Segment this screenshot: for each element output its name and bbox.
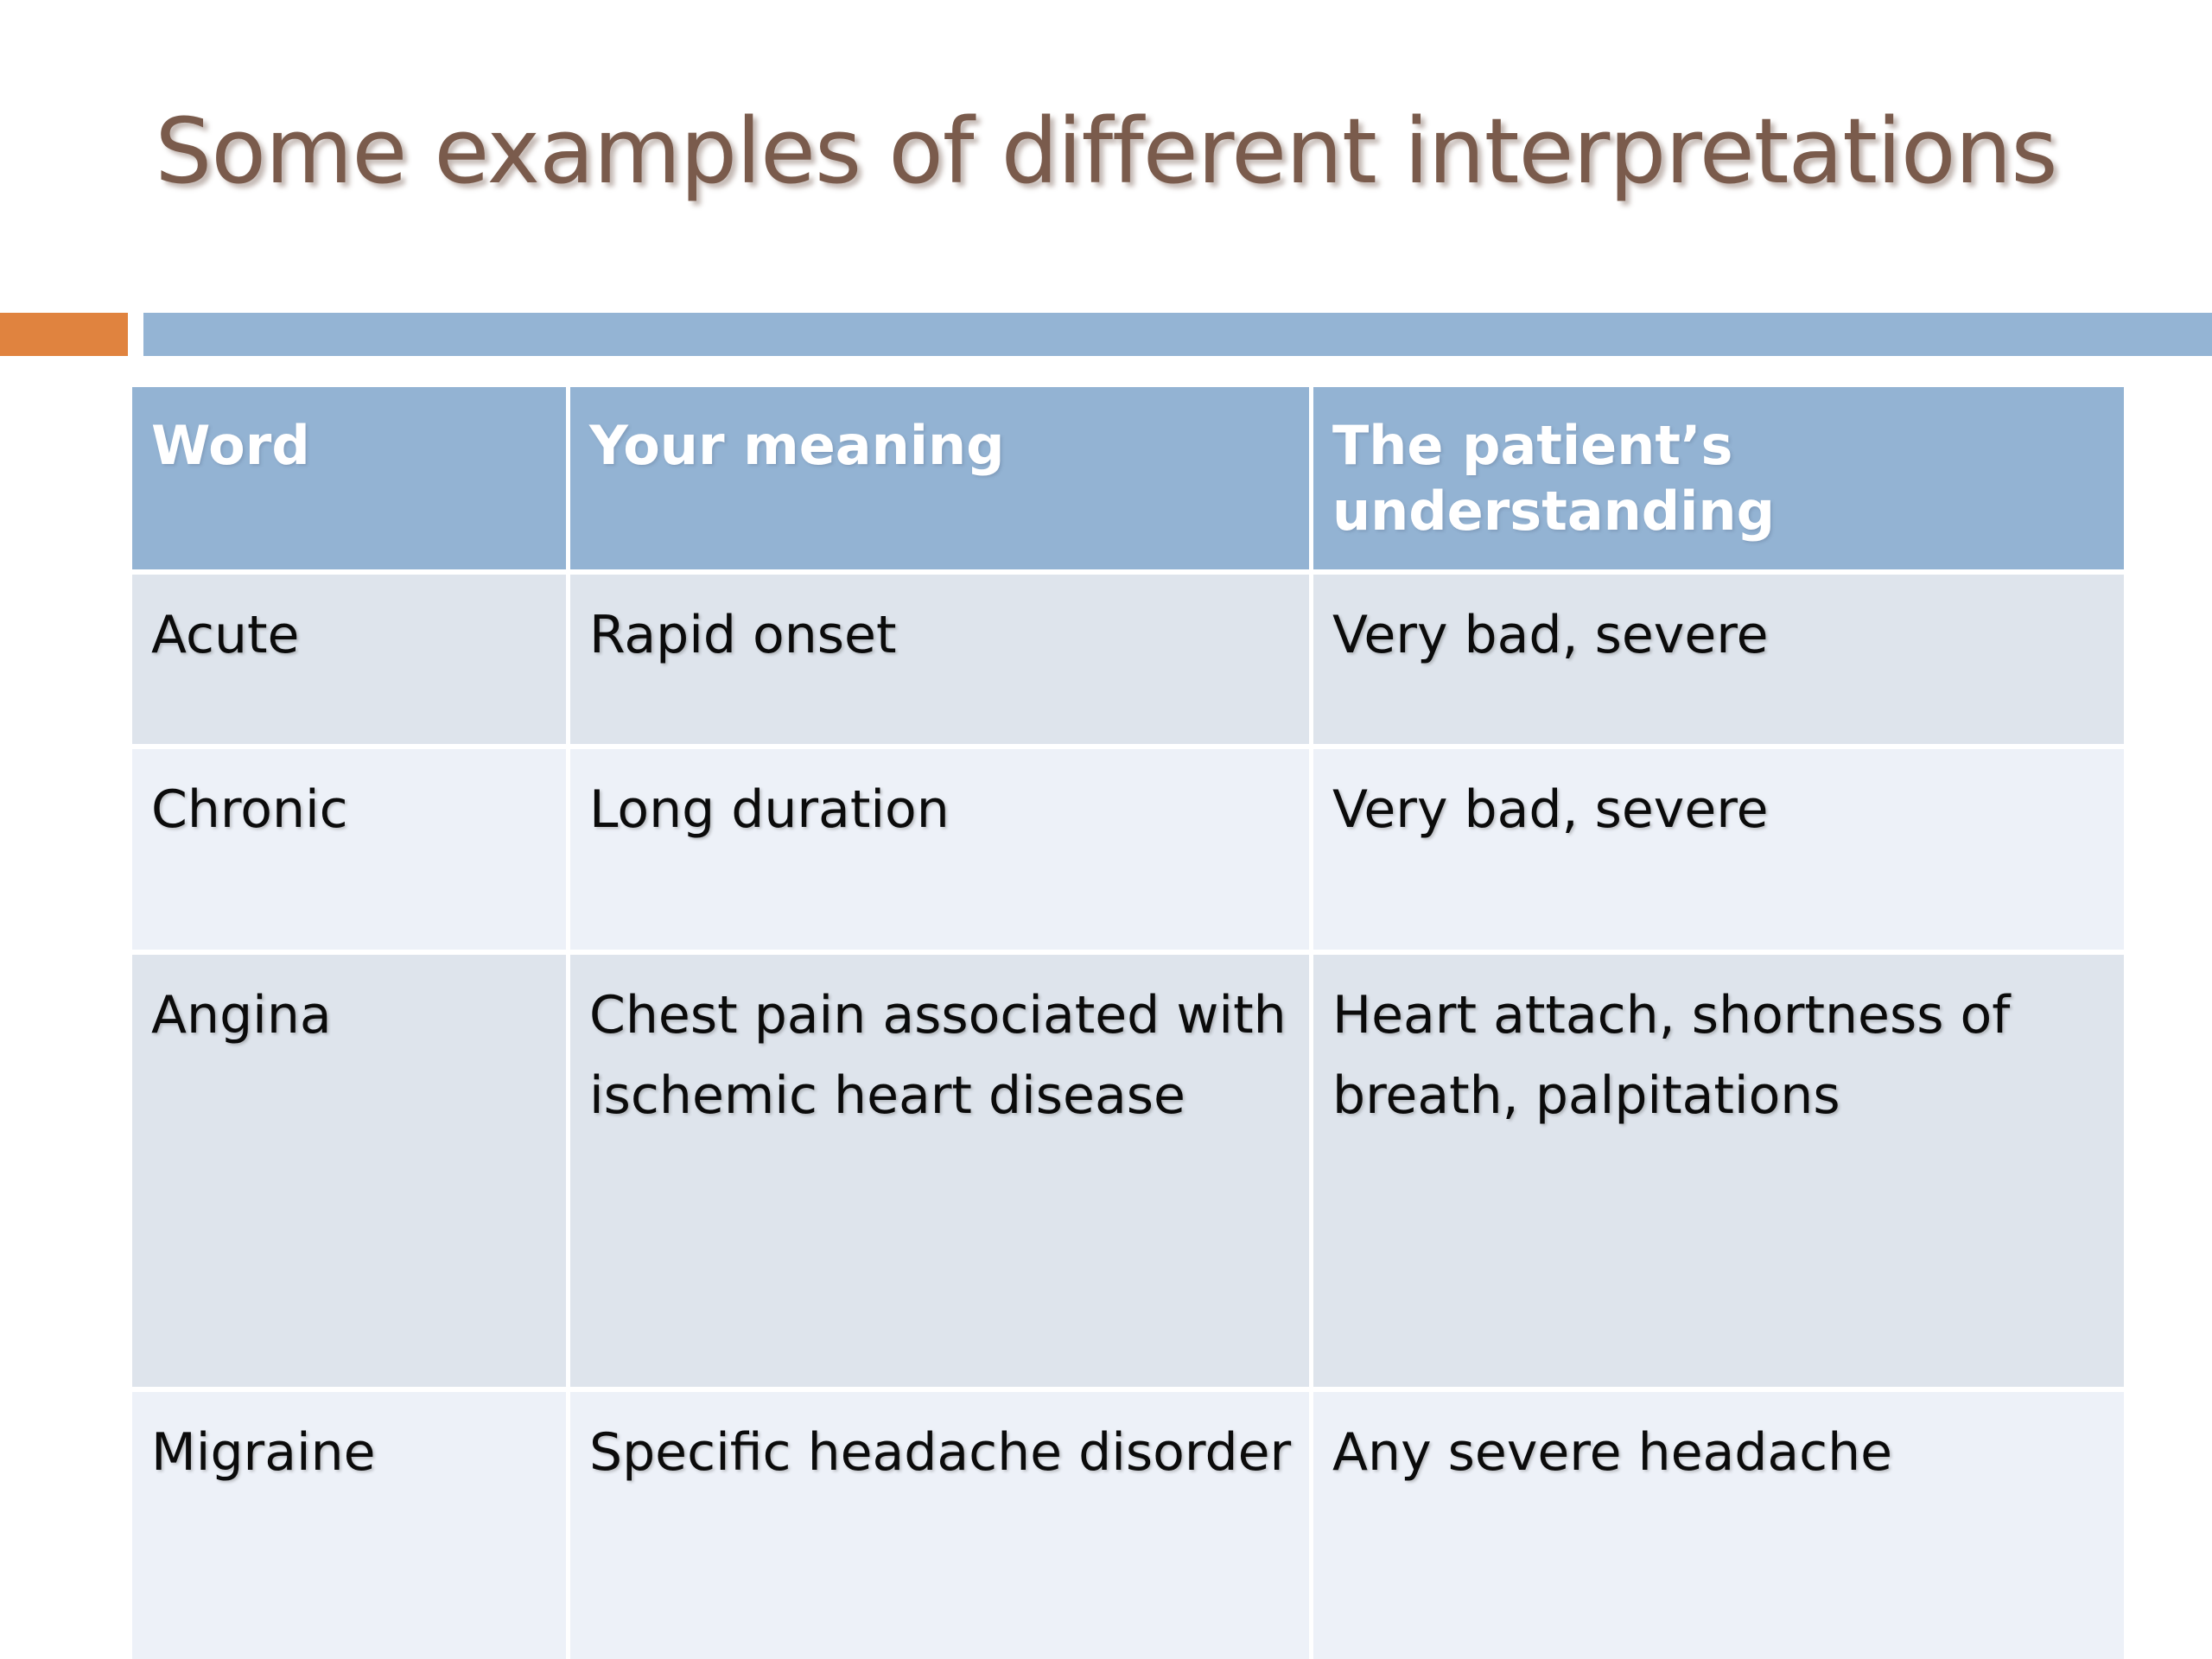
cell-your-meaning: Specific headache disorder (570, 1392, 1309, 1659)
cell-your-meaning: Chest pain associated with ischemic hear… (570, 955, 1309, 1388)
cell-patient-understanding: Very bad, severe (1313, 575, 2124, 745)
cell-your-meaning: Long duration (570, 749, 1309, 950)
table-row: Migraine Specific headache disorder Any … (132, 1392, 2124, 1659)
table-row: Acute Rapid onset Very bad, severe (132, 575, 2124, 745)
table-row: Angina Chest pain associated with ischem… (132, 955, 2124, 1388)
cell-word: Chronic (132, 749, 566, 950)
interpretations-table: Word Your meaning The patient’s understa… (128, 382, 2128, 1659)
cell-your-meaning: Rapid onset (570, 575, 1309, 745)
accent-bar-orange (0, 313, 128, 356)
cell-word: Angina (132, 955, 566, 1388)
cell-word: Migraine (132, 1392, 566, 1659)
table-header-row: Word Your meaning The patient’s understa… (132, 387, 2124, 570)
cell-patient-understanding: Any severe headache (1313, 1392, 2124, 1659)
column-header-word: Word (132, 387, 566, 570)
cell-patient-understanding: Very bad, severe (1313, 749, 2124, 950)
table-body: Acute Rapid onset Very bad, severe Chron… (132, 575, 2124, 1659)
table-row: Chronic Long duration Very bad, severe (132, 749, 2124, 950)
page-title: Some examples of different interpretatio… (155, 99, 2057, 204)
table-header: Word Your meaning The patient’s understa… (132, 387, 2124, 570)
accent-bar-blue (143, 313, 2212, 356)
cell-patient-understanding: Heart attach, shortness of breath, palpi… (1313, 955, 2124, 1388)
column-header-your-meaning: Your meaning (570, 387, 1309, 570)
interpretations-table-container: Word Your meaning The patient’s understa… (132, 387, 2124, 1659)
column-header-patient-understanding: The patient’s understanding (1313, 387, 2124, 570)
cell-word: Acute (132, 575, 566, 745)
